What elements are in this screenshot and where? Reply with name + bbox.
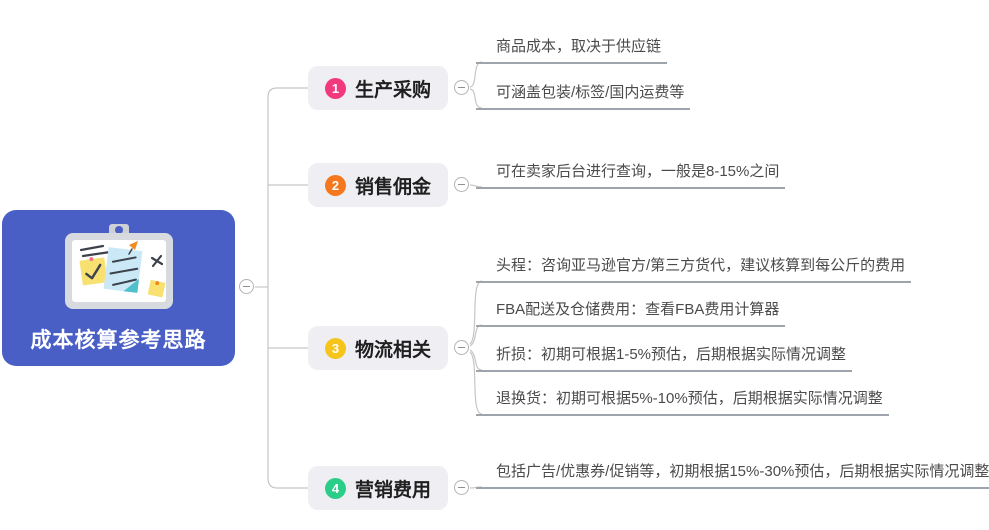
branch-number-badge: 1 — [325, 77, 346, 99]
branch-node-logistics[interactable]: 3 物流相关 — [308, 326, 448, 370]
branch-node-marketing-expense[interactable]: 4 营销费用 — [308, 466, 448, 510]
collapse-minus-icon — [458, 347, 465, 348]
collapse-minus-icon — [243, 286, 250, 287]
collapse-button-central[interactable] — [239, 279, 254, 294]
branch-number-badge: 3 — [325, 337, 346, 359]
branch-label: 销售佣金 — [355, 176, 432, 198]
branch-node-sales-commission[interactable]: 2 销售佣金 — [308, 163, 448, 207]
leaf-node[interactable]: 可涵盖包装/标签/国内运费等 — [476, 84, 691, 110]
leaf-node[interactable]: 头程：咨询亚马逊官方/第三方货代，建议核算到每公斤的费用 — [476, 257, 912, 283]
branch-label: 生产采购 — [355, 79, 432, 101]
branch-label: 物流相关 — [355, 339, 432, 361]
leaf-node[interactable]: 包括广告/优惠券/促销等，初期根据15%-30%预估，后期根据实际情况调整 — [476, 463, 989, 489]
leaf-node[interactable]: 退换货：初期可根据5%-10%预估，后期根据实际情况调整 — [476, 390, 889, 416]
collapse-button-branch-1[interactable] — [454, 80, 469, 95]
leaf-node[interactable]: FBA配送及仓储费用：查看FBA费用计算器 — [476, 301, 786, 327]
leaf-node[interactable]: 商品成本，取决于供应链 — [476, 38, 668, 64]
branch-node-production-procurement[interactable]: 1 生产采购 — [308, 66, 448, 110]
collapse-minus-icon — [458, 184, 465, 185]
central-topic-title: 成本核算参考思路 — [30, 328, 207, 352]
leaf-node[interactable]: 可在卖家后台进行查询，一般是8-15%之间 — [476, 163, 786, 189]
branch-number-badge: 2 — [325, 174, 346, 196]
leaf-node[interactable]: 折损：初期可根据1-5%预估，后期根据实际情况调整 — [476, 346, 853, 372]
collapse-button-branch-4[interactable] — [454, 480, 469, 495]
collapse-button-branch-2[interactable] — [454, 177, 469, 192]
clipboard-illustration — [64, 223, 173, 309]
collapse-minus-icon — [458, 487, 465, 488]
collapse-minus-icon — [458, 87, 465, 88]
branch-label: 营销费用 — [355, 479, 432, 501]
branch-number-badge: 4 — [325, 477, 346, 499]
central-topic-node[interactable]: 成本核算参考思路 — [2, 210, 235, 366]
collapse-button-branch-3[interactable] — [454, 340, 469, 355]
